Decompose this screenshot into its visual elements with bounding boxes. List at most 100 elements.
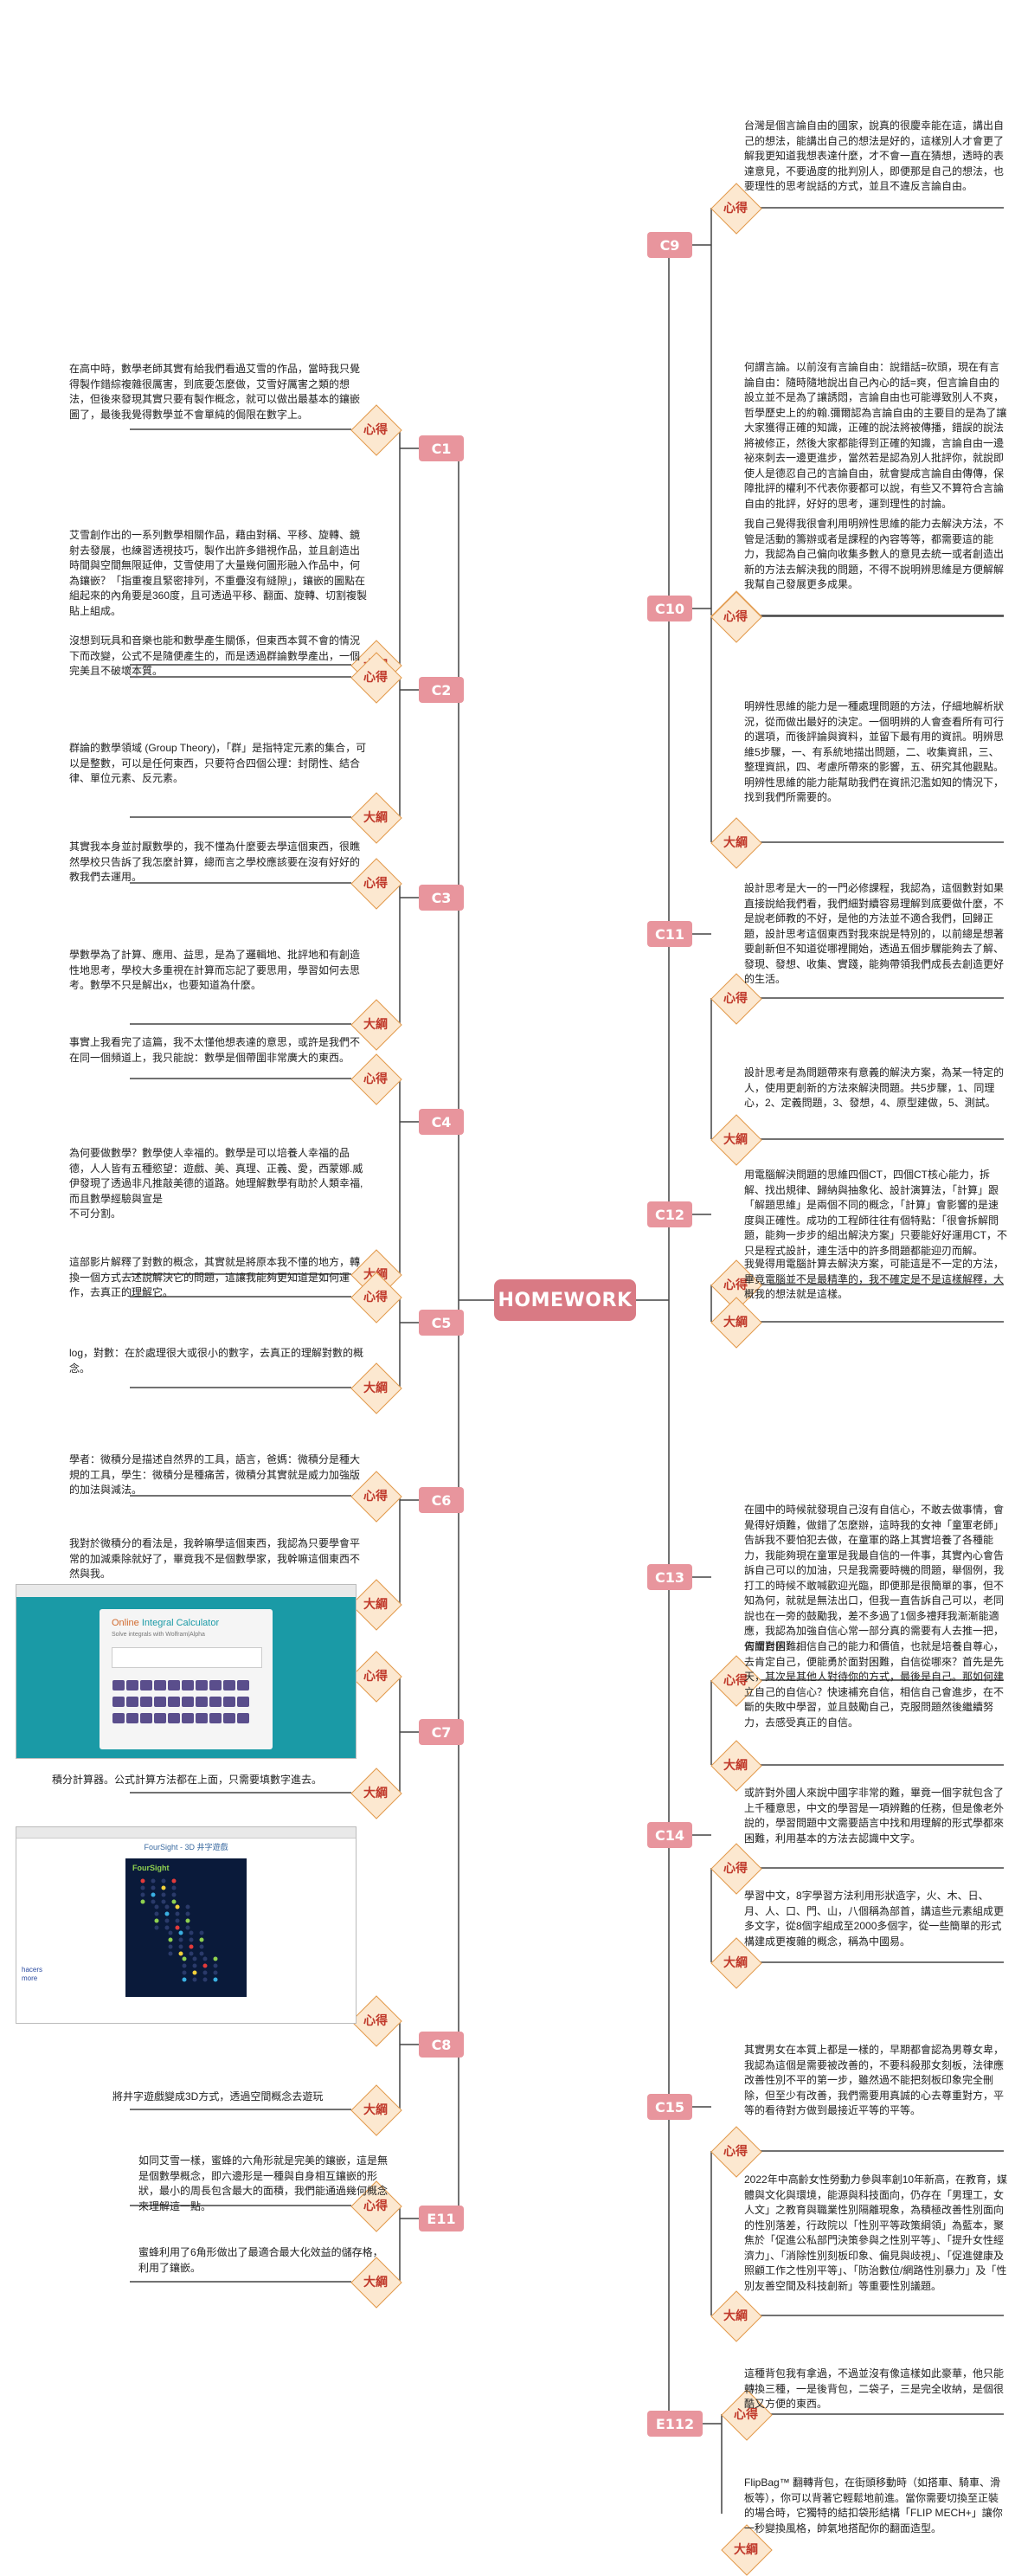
calculator-key[interactable] — [154, 1697, 166, 1707]
heart-diamond-c11[interactable]: 心得 — [710, 973, 762, 1025]
game-cell[interactable] — [213, 1956, 218, 1961]
topic-c3[interactable]: C3 — [419, 885, 464, 911]
game-cell[interactable] — [182, 1963, 187, 1968]
game-cell[interactable] — [189, 1937, 194, 1942]
heart-diamond-c13[interactable]: 心得 — [710, 1655, 762, 1707]
topic-c13[interactable]: C13 — [647, 1564, 692, 1590]
game-cell[interactable] — [171, 1878, 177, 1884]
calculator-key[interactable] — [223, 1713, 235, 1723]
game-cell[interactable] — [189, 1944, 194, 1949]
game-cell[interactable] — [151, 1892, 156, 1897]
game-cell[interactable] — [151, 1885, 156, 1890]
root-node[interactable]: HOMEWORK — [494, 1279, 636, 1321]
game-cell[interactable] — [189, 1930, 194, 1935]
game-cell[interactable] — [140, 1892, 145, 1897]
game-cell[interactable] — [185, 1925, 190, 1930]
game-cell[interactable] — [164, 1918, 170, 1923]
topic-c11[interactable]: C11 — [647, 921, 692, 947]
game-cell[interactable] — [171, 1892, 177, 1897]
calculator-key[interactable] — [154, 1713, 166, 1723]
calculator-key[interactable] — [223, 1680, 235, 1690]
heart-diamond-c2[interactable]: 心得 — [350, 652, 402, 704]
heart-diamond-c12[interactable]: 心得 — [710, 1259, 762, 1311]
game-cell[interactable] — [154, 1911, 159, 1916]
calculator-key[interactable] — [154, 1680, 166, 1690]
game-cell[interactable] — [168, 1937, 173, 1942]
heart-diamond-c10[interactable]: 心得 — [710, 591, 762, 643]
game-cell[interactable] — [202, 1963, 208, 1968]
calculator-key[interactable] — [209, 1680, 222, 1690]
outline-diamond-c3[interactable]: 大綱 — [350, 999, 402, 1051]
game-cell[interactable] — [178, 1937, 183, 1942]
game-cell[interactable] — [171, 1899, 177, 1904]
game-cell[interactable] — [213, 1977, 218, 1982]
game-cell[interactable] — [199, 1930, 204, 1935]
game-cell[interactable] — [154, 1925, 159, 1930]
heart-diamond-c4[interactable]: 心得 — [350, 1053, 402, 1105]
heart-diamond-c7[interactable]: 心得 — [350, 1651, 402, 1703]
outline-diamond-c7[interactable]: 大綱 — [350, 1768, 402, 1819]
game-board[interactable] — [125, 1858, 247, 1997]
heart-diamond-c6[interactable]: 心得 — [350, 1471, 402, 1523]
calculator-key[interactable] — [182, 1680, 194, 1690]
game-cell[interactable] — [168, 1930, 173, 1935]
game-cell[interactable] — [164, 1904, 170, 1909]
game-cell[interactable] — [168, 1944, 173, 1949]
outline-diamond-c12[interactable]: 大綱 — [710, 1297, 762, 1349]
heart-diamond-c8[interactable]: 心得 — [350, 1995, 402, 2047]
calculator-input[interactable] — [112, 1647, 262, 1668]
heart-diamond-e11[interactable]: 心得 — [350, 2180, 402, 2232]
game-cell[interactable] — [154, 1904, 159, 1909]
calculator-key[interactable] — [196, 1713, 208, 1723]
calculator-key[interactable] — [237, 1680, 249, 1690]
calculator-key[interactable] — [112, 1713, 125, 1723]
outline-diamond-c13[interactable]: 大綱 — [710, 1740, 762, 1792]
game-cell[interactable] — [171, 1885, 177, 1890]
game-cell[interactable] — [202, 1970, 208, 1975]
calculator-key[interactable] — [140, 1697, 152, 1707]
game-cell[interactable] — [161, 1885, 166, 1890]
game-cell[interactable] — [161, 1878, 166, 1884]
topic-c14[interactable]: C14 — [647, 1822, 692, 1848]
outline-diamond-c15[interactable]: 大綱 — [710, 2290, 762, 2342]
game-cell[interactable] — [168, 1951, 173, 1956]
topic-c4[interactable]: C4 — [419, 1109, 464, 1135]
game-cell[interactable] — [175, 1918, 180, 1923]
topic-c12[interactable]: C12 — [647, 1201, 692, 1227]
game-cell[interactable] — [182, 1956, 187, 1961]
game-cell[interactable] — [182, 1970, 187, 1975]
outline-diamond-c11[interactable]: 大綱 — [710, 1114, 762, 1166]
game-cell[interactable] — [185, 1918, 190, 1923]
game-cell[interactable] — [151, 1899, 156, 1904]
topic-c15[interactable]: C15 — [647, 2094, 692, 2120]
outline-diamond-c14[interactable]: 大綱 — [710, 1937, 762, 1989]
heart-diamond-c1[interactable]: 心得 — [350, 404, 402, 456]
calculator-key[interactable] — [126, 1713, 138, 1723]
game-cell[interactable] — [185, 1904, 190, 1909]
calculator-key[interactable] — [140, 1680, 152, 1690]
calculator-key[interactable] — [196, 1697, 208, 1707]
game-cell[interactable] — [175, 1911, 180, 1916]
calculator-key[interactable] — [209, 1697, 222, 1707]
game-cell[interactable] — [192, 1977, 197, 1982]
outline-diamond-c2[interactable]: 大綱 — [350, 792, 402, 844]
topic-c1[interactable]: C1 — [419, 435, 464, 461]
heart-diamond-c5[interactable]: 心得 — [350, 1272, 402, 1323]
calculator-key[interactable] — [182, 1713, 194, 1723]
game-cell[interactable] — [182, 1977, 187, 1982]
topic-c10[interactable]: C10 — [647, 596, 692, 621]
game-cell[interactable] — [189, 1951, 194, 1956]
game-cell[interactable] — [164, 1925, 170, 1930]
outline-diamond-e11[interactable]: 大綱 — [350, 2257, 402, 2309]
heart-diamond-c14[interactable]: 心得 — [710, 1843, 762, 1895]
calculator-key[interactable] — [196, 1680, 208, 1690]
heart-diamond-c9[interactable]: 心得 — [710, 183, 762, 235]
game-cell[interactable] — [140, 1885, 145, 1890]
topic-c7[interactable]: C7 — [419, 1719, 464, 1745]
outline-diamond-c8[interactable]: 大綱 — [350, 2084, 402, 2136]
heart-diamond-c3[interactable]: 心得 — [350, 858, 402, 910]
calculator-key[interactable] — [209, 1713, 222, 1723]
outline-diamond-c10[interactable]: 大綱 — [710, 817, 762, 869]
game-cell[interactable] — [178, 1951, 183, 1956]
calculator-key[interactable] — [126, 1680, 138, 1690]
